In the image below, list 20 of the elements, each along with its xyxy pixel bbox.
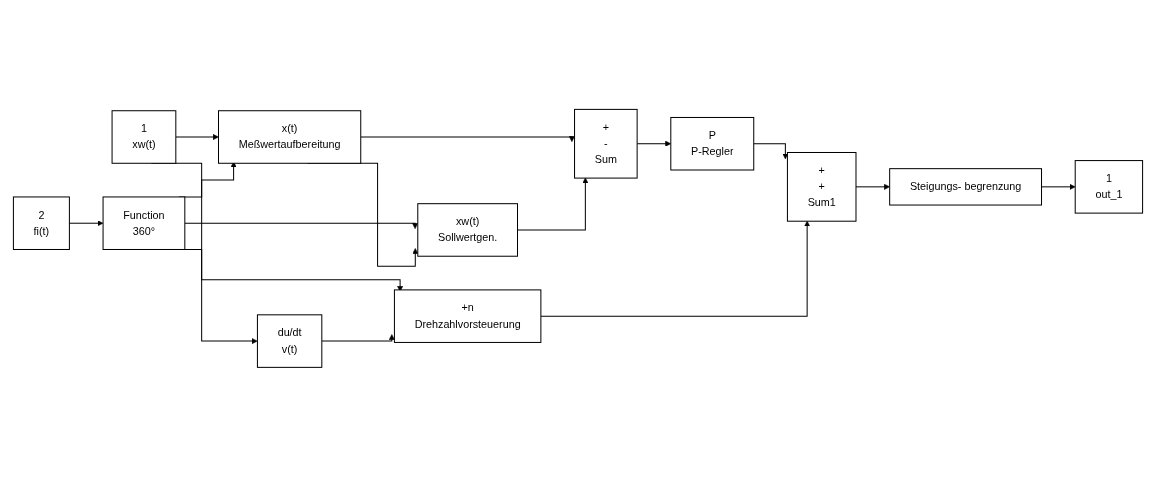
arrow [175, 134, 219, 141]
node-box: + - Sum [574, 109, 638, 179]
node-box: Function 360° [102, 196, 186, 251]
arrow [360, 136, 575, 143]
node-box: du/dt v(t) [256, 314, 323, 368]
node-box: 1 xw(t) [111, 110, 177, 164]
node-box: + + Sum1 [786, 152, 857, 222]
node-box: Steigungs- begrenzung [889, 168, 1043, 206]
node-box: 2 fi(t) [12, 196, 70, 251]
arrow [1041, 184, 1076, 190]
arrow [855, 184, 890, 190]
arrow [753, 143, 789, 160]
node-box: 1 out_1 [1074, 160, 1144, 214]
arrow [517, 177, 589, 231]
node-box: xw(t) Sollwertgen. [417, 203, 518, 257]
node-box: +n Drehzahlvorsteuerung [393, 289, 542, 344]
node-box: P P-Regler [670, 117, 755, 171]
arrow [321, 334, 395, 342]
arrow [540, 220, 811, 317]
node-box: x(t) Meßwertaufbereitung [218, 110, 362, 164]
